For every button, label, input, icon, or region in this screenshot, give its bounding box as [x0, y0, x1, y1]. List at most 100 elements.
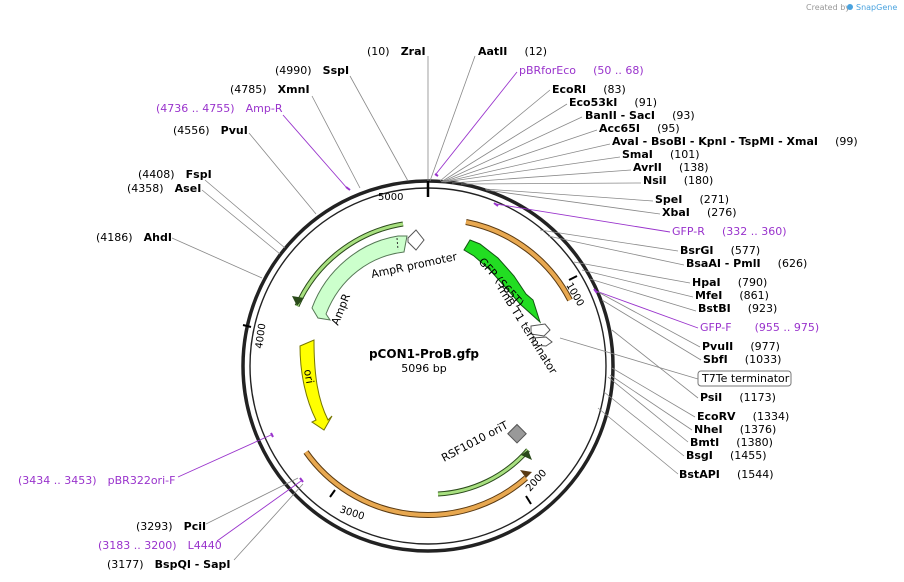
tick-label-3000: 3000 — [338, 504, 366, 522]
feature-ori-label: ori — [301, 368, 316, 384]
site-psii: PsiI (1173) — [700, 386, 776, 405]
primer-mark-pbrforeco — [434, 173, 439, 177]
leader-eco53ki — [440, 103, 568, 183]
site-pbr322ori-f: (3434 .. 3453) pBR322ori-F — [18, 469, 175, 488]
leader-xmni — [311, 95, 361, 189]
leader-bstapi — [597, 407, 679, 475]
arc-rsf-arrowhead — [521, 450, 532, 460]
site-pvui: (4556) PvuI — [173, 119, 248, 138]
arc-ampr-arrowhead — [292, 296, 304, 306]
leader-ecori — [439, 89, 551, 182]
tick-label-4000: 4000 — [254, 323, 268, 350]
leader-aatii — [429, 55, 476, 182]
site-ahdi: (4186) AhdI — [96, 226, 172, 245]
site-avai-group: AvaI - BsoBI - KpnI - TspMI - XmaI (99) — [612, 130, 858, 149]
leader-fspi — [204, 179, 286, 249]
feature-rsf-label: RSF1010 oriT — [439, 419, 510, 465]
feature-gfp-arrow[interactable] — [463, 239, 542, 324]
leader-gfp-f — [595, 290, 699, 329]
arc-gfp-region — [465, 220, 572, 301]
site-gfp-r: GFP-R (332 .. 360) — [672, 220, 787, 239]
leader-amp-r — [282, 114, 347, 188]
leader-avrii — [451, 169, 632, 184]
site-sspi: (4990) SspI — [275, 59, 349, 78]
leader-ahdi — [171, 237, 263, 279]
feature-t7te-label: T7Te terminator — [701, 372, 790, 385]
leader-sbfi — [601, 299, 702, 361]
site-pbrforeco: pBRforEco (50 .. 68) — [519, 59, 644, 78]
feature-rsf-marker[interactable] — [507, 423, 527, 444]
leader-gfp-r — [495, 203, 671, 233]
site-xmni: (4785) XmnI — [230, 78, 310, 97]
primer-mark-gfp-f — [593, 288, 598, 294]
leader-avai — [443, 143, 611, 183]
site-banii-saci: BanII - SacI (93) — [585, 104, 695, 123]
feature-ori-arrow[interactable] — [299, 339, 333, 431]
arc-ampr-region — [295, 222, 404, 307]
site-sbfi: SbfI (1033) — [703, 348, 781, 367]
leader-bmti — [607, 376, 689, 443]
leader-nsii — [460, 182, 642, 185]
leader-nhei — [609, 374, 693, 431]
tick-3000 — [329, 489, 336, 498]
feature-ampr-arrow[interactable] — [311, 235, 408, 321]
feature-rrnb-terminator[interactable] — [530, 323, 553, 347]
plasmid-name: pCON1-ProB.gfp — [369, 347, 479, 361]
feature-ampr-promoter-arrow[interactable] — [407, 229, 425, 251]
primer-mark-l4440 — [299, 477, 304, 483]
leader-hpai — [573, 261, 691, 284]
watermark-prefix: Created by — [806, 3, 850, 12]
leader-bsgi — [603, 391, 685, 457]
site-amp-r: (4736 .. 4755) Amp-R — [156, 97, 283, 116]
snapgene-logo-icon — [847, 4, 853, 10]
site-pvuii: PvuII (977) — [702, 335, 780, 354]
leader-pvui — [248, 132, 317, 215]
leader-spei — [484, 188, 654, 202]
site-ecorv: EcoRV (1334) — [697, 405, 789, 424]
leader-bstbi — [589, 278, 697, 312]
site-gfp-f: GFP-F (955 .. 975) — [700, 316, 819, 335]
arc-ori-arrowhead — [520, 470, 532, 478]
site-bsgi: BsgI (1455) — [686, 444, 767, 463]
primer-mark-amp-r — [345, 186, 351, 191]
leader-psii — [611, 329, 699, 399]
leader-pcii — [205, 477, 299, 525]
leader-l4440 — [216, 480, 302, 542]
leader-bsrgi — [539, 229, 679, 252]
primer-mark-pbr322ori-f — [270, 432, 274, 438]
site-zrai: (10) ZraI — [367, 40, 426, 59]
leader-mfei — [581, 269, 694, 298]
site-l4440: (3183 .. 3200) L4440 — [98, 534, 222, 553]
site-bspqi-sapi: (3177) BspQI - SapI — [107, 553, 230, 572]
site-spei: SpeI (271) — [655, 188, 729, 207]
arc-rsf-region — [437, 449, 530, 496]
snapgene-logo: SnapGene — [856, 3, 897, 12]
leader-sspi — [349, 75, 409, 182]
leader-asei — [201, 189, 281, 255]
leader-acc65i — [442, 129, 598, 183]
site-avrii: AvrII (138) — [633, 156, 709, 175]
primer-mark-gfp-r — [493, 202, 499, 207]
leader-xbai — [485, 189, 661, 215]
site-ecori: EcoRI (83) — [552, 78, 626, 97]
leader-banii — [441, 116, 583, 183]
tick-label-5000: 5000 — [378, 192, 403, 203]
site-xbai: XbaI (276) — [662, 201, 737, 220]
leader-t7te — [559, 337, 699, 380]
leader-smai — [444, 156, 621, 183]
plasmid-length: 5096 bp — [401, 362, 446, 375]
arc-ori-region — [304, 450, 528, 518]
site-asei: (4358) AseI — [127, 177, 201, 196]
leader-ecorv — [611, 367, 696, 418]
site-nhei: NheI (1376) — [694, 418, 776, 437]
tick-1000 — [568, 275, 578, 281]
site-mfei: MfeI (861) — [695, 284, 769, 303]
leader-pvuii — [597, 291, 701, 348]
site-pcii: (3293) PciI — [136, 515, 206, 534]
site-bsrgi: BsrGI (577) — [680, 239, 760, 258]
site-bstapi: BstAPI (1544) — [679, 463, 774, 482]
site-smai: SmaI (101) — [622, 143, 700, 162]
feature-t7te-box[interactable] — [697, 370, 792, 387]
leader-pbrforeco — [435, 71, 518, 175]
